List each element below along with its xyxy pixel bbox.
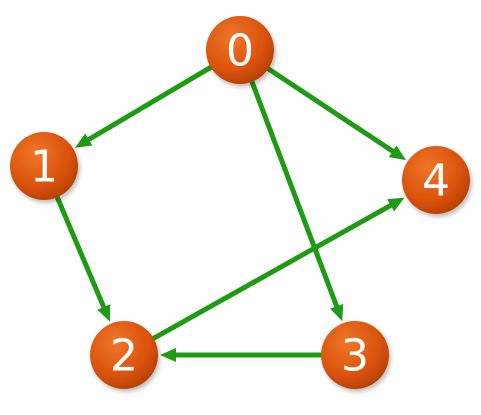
edge-arrowhead	[388, 145, 406, 161]
node-circle	[402, 146, 470, 214]
edge-arrowhead	[387, 197, 405, 212]
node-circle	[10, 132, 78, 200]
edge-line	[249, 79, 340, 311]
edge-0-1	[75, 64, 214, 148]
node-label: 1	[30, 142, 58, 193]
node-0: 0	[206, 16, 274, 84]
node-circle	[321, 321, 389, 389]
node-4: 4	[402, 146, 470, 214]
edge-line	[54, 194, 108, 312]
node-circle	[90, 321, 158, 389]
node-3: 3	[321, 321, 389, 389]
node-1: 1	[10, 132, 78, 200]
node-label: 3	[341, 331, 369, 382]
node-label: 0	[226, 26, 254, 77]
edge-line	[265, 66, 397, 155]
edge-arrowhead	[330, 303, 344, 322]
edge-1-2	[54, 194, 111, 322]
edge-3-2	[160, 348, 324, 362]
node-label: 4	[422, 156, 450, 207]
edge-0-4	[265, 66, 406, 161]
nodes-layer: 0 1 2 3 4	[10, 16, 470, 389]
edge-0-3	[249, 79, 344, 322]
edge-arrowhead	[97, 304, 111, 322]
edge-arrowhead	[160, 348, 176, 362]
edge-2-4	[151, 197, 405, 341]
node-circle	[206, 16, 274, 84]
edge-line	[84, 64, 214, 144]
edge-arrowhead	[75, 133, 93, 148]
node-2: 2	[90, 321, 158, 389]
edges-layer	[54, 64, 406, 362]
node-label: 2	[110, 331, 138, 382]
edge-line	[151, 201, 395, 341]
